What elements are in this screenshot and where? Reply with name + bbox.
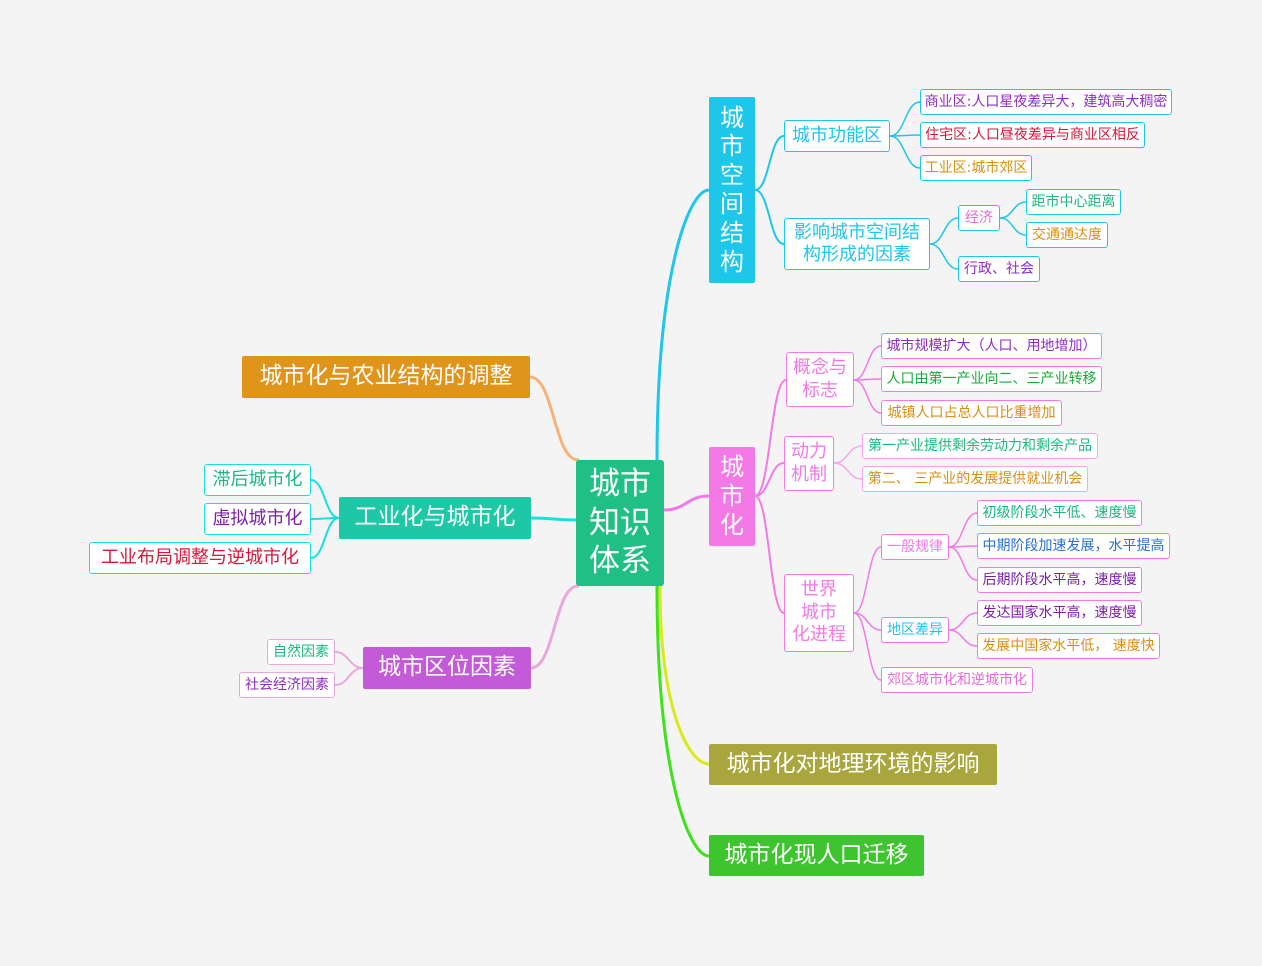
link-migration [655, 584, 711, 858]
link-economy [929, 217, 959, 245]
topic-agriculture[interactable]: 城市化与农业结构的调整 [242, 356, 530, 398]
topic-industrialization[interactable]: 工业化与城市化 [339, 497, 531, 539]
leaf-commercial-zone[interactable]: 商业区:人口星夜差异大，建筑高大稠密 [920, 89, 1172, 115]
link-function-zone [754, 135, 785, 191]
link-general-1 [948, 512, 978, 548]
link-general-3 [948, 546, 978, 581]
link-mechanism-2 [833, 462, 863, 480]
link-regional-2 [948, 629, 978, 647]
leaf-mechanism-2[interactable]: 第二、 三产业的发展提供就业机会 [862, 466, 1088, 492]
leaf-concept-3[interactable]: 城镇人口占总人口比重增加 [881, 400, 1062, 426]
link-urbanization [662, 494, 711, 512]
topic-population-migration[interactable]: 城市化现人口迁移 [709, 835, 924, 876]
leaf-regional-1[interactable]: 发达国家水平高，速度慢 [977, 600, 1142, 626]
leaf-traffic-access[interactable]: 交通通达度 [1026, 222, 1108, 248]
topic-environment-impact[interactable]: 城市化对地理环境的影响 [709, 744, 997, 785]
topic-economy[interactable]: 经济 [958, 205, 1000, 231]
leaf-general-1[interactable]: 初级阶段水平低、速度慢 [977, 500, 1142, 526]
link-regional-1 [948, 612, 978, 631]
leaf-virtual-urbanization[interactable]: 虚拟城市化 [204, 503, 311, 535]
link-concept-3 [853, 379, 882, 414]
link-counter [310, 517, 340, 559]
link-socioeconomic [334, 667, 364, 686]
leaf-general-3[interactable]: 后期阶段水平高，速度慢 [977, 567, 1142, 593]
leaf-socioeconomic-factors[interactable]: 社会经济因素 [239, 672, 335, 698]
link-distance [999, 201, 1027, 219]
leaf-regional-2[interactable]: 发展中国家水平低， 速度快 [977, 633, 1160, 659]
leaf-concept-2[interactable]: 人口由第一产业向二、三产业转移 [881, 366, 1102, 392]
link-admin [929, 243, 959, 270]
topic-location-factors[interactable]: 城市区位因素 [363, 647, 531, 689]
link-environment [658, 584, 711, 766]
link-mechanism-1 [833, 445, 863, 464]
leaf-counter-urbanization[interactable]: 工业布局调整与逆城市化 [89, 542, 311, 574]
leaf-residential-zone[interactable]: 住宅区:人口昼夜差异与商业区相反 [920, 122, 1145, 148]
link-world [754, 495, 785, 614]
topic-spatial-factors[interactable]: 影响城市空间结构形成的因素 [784, 218, 930, 270]
link-spatial [655, 188, 711, 462]
link-industrialization [529, 516, 578, 522]
link-concept [754, 379, 787, 497]
link-industrial [889, 135, 921, 169]
link-lagging [310, 479, 340, 519]
leaf-general-2[interactable]: 中期阶段加速发展，水平提高 [977, 533, 1170, 559]
topic-general-rule[interactable]: 一般规律 [881, 534, 949, 560]
leaf-natural-factors[interactable]: 自然因素 [267, 639, 335, 665]
root-topic[interactable]: 城市 知识 体系 [576, 460, 664, 586]
link-commercial [889, 101, 921, 137]
topic-spatial-structure[interactable]: 城市 空间 结构 [709, 97, 755, 283]
leaf-lagging-urbanization[interactable]: 滞后城市化 [204, 464, 311, 496]
link-agriculture [528, 375, 580, 462]
link-suburban [853, 612, 882, 681]
topic-mechanism[interactable]: 动力 机制 [784, 436, 834, 491]
leaf-industrial-zone[interactable]: 工业区:城市郊区 [920, 155, 1032, 181]
link-natural [334, 651, 364, 669]
leaf-admin-social[interactable]: 行政、社会 [958, 256, 1040, 282]
topic-function-zone[interactable]: 城市功能区 [784, 120, 890, 152]
link-factors [754, 189, 785, 245]
link-mechanism [754, 462, 785, 497]
leaf-concept-1[interactable]: 城市规模扩大（人口、用地增加） [881, 333, 1102, 359]
leaf-distance-to-center[interactable]: 距市中心距离 [1026, 189, 1121, 215]
topic-world-process[interactable]: 世界 城市 化进程 [784, 574, 854, 652]
link-general [853, 546, 882, 614]
topic-urbanization[interactable]: 城 市 化 [709, 447, 755, 546]
link-location [529, 584, 580, 670]
leaf-mechanism-1[interactable]: 第一产业提供剩余劳动力和剩余产品 [862, 433, 1098, 459]
leaf-suburban[interactable]: 郊区城市化和逆城市化 [881, 667, 1033, 693]
link-concept-1 [853, 345, 882, 381]
link-traffic [999, 217, 1027, 236]
topic-regional-difference[interactable]: 地区差异 [881, 617, 949, 643]
topic-concept[interactable]: 概念与 标志 [786, 352, 854, 407]
